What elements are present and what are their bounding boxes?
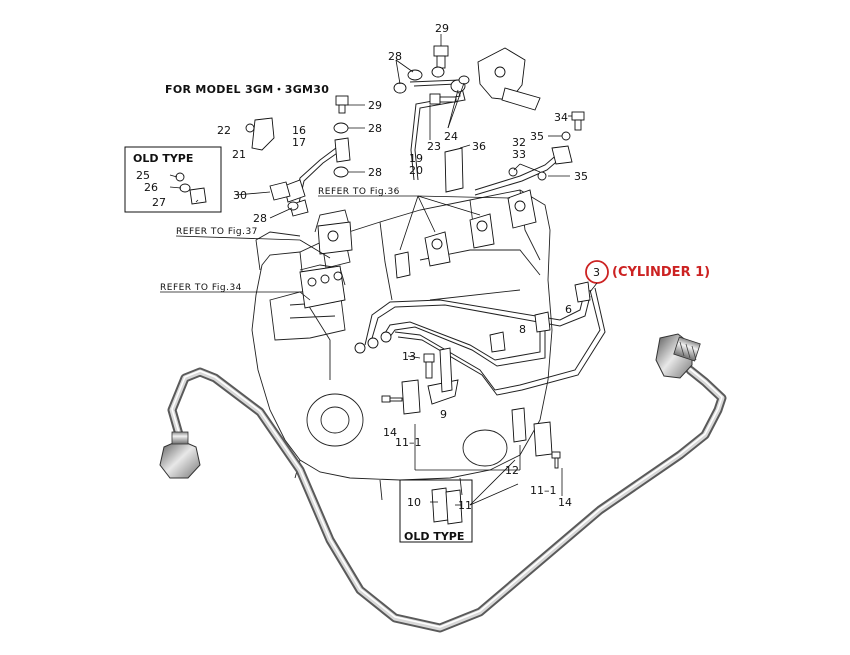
- engine-block: [251, 189, 553, 501]
- injection-pipe-photo: [159, 333, 727, 633]
- part-24: 24: [444, 130, 458, 143]
- part-28-top: 28: [388, 50, 402, 63]
- part-29-top: 29: [435, 22, 449, 35]
- part-33: 33: [512, 148, 526, 161]
- part-13: 13: [402, 350, 416, 363]
- part-10: 10: [407, 496, 421, 509]
- old-type-label-upper: OLD TYPE: [133, 152, 193, 165]
- part-19: 19: [409, 152, 423, 165]
- part-14-left: 14: [383, 426, 397, 439]
- part-6: 6: [565, 303, 572, 316]
- part-17: 17: [292, 136, 306, 149]
- return-line: [409, 79, 563, 196]
- part-35-upper: 35: [530, 130, 544, 143]
- part-30: 30: [233, 189, 247, 202]
- reference-leaders: [160, 195, 511, 301]
- part-leaders: [169, 34, 572, 506]
- cylinder-1-label: (CYLINDER 1): [612, 265, 710, 280]
- part-26: 26: [144, 181, 158, 194]
- fuel-pump: [299, 221, 353, 309]
- part-28-mid: 28: [368, 122, 382, 135]
- part-21: 21: [232, 148, 246, 161]
- part-16: 16: [292, 124, 306, 137]
- part-23: 23: [427, 140, 441, 153]
- old-type-box-upper: OLD TYPE: [124, 146, 222, 213]
- diagram-title: FOR MODEL 3GM・3GM30: [165, 83, 329, 96]
- part-32: 32: [512, 136, 526, 149]
- ref-fig-36: REFER TO Fig.36: [318, 187, 400, 197]
- part-34: 34: [554, 111, 568, 124]
- injectors: [394, 189, 537, 279]
- part-28-low: 28: [368, 166, 382, 179]
- part-14-right: 14: [558, 496, 572, 509]
- part-36: 36: [472, 140, 486, 153]
- part-27: 27: [152, 196, 166, 209]
- part-29-mid: 29: [368, 99, 382, 112]
- part-22: 22: [217, 124, 231, 137]
- part-35-lower: 35: [574, 170, 588, 183]
- injection-pipes: [354, 281, 606, 396]
- old-type-box-lower: OLD TYPE: [399, 479, 473, 543]
- part-11-1-left: 11–1: [395, 436, 422, 449]
- pipe-right-nut: [655, 333, 701, 379]
- ref-fig-37: REFER TO Fig.37: [176, 227, 258, 237]
- part-11-old: 11: [458, 499, 472, 512]
- old-type-label-lower: OLD TYPE: [404, 530, 464, 543]
- part-11-1-right: 11–1: [530, 484, 557, 497]
- part-number-labels: 29 28 24 29 28 16 17 22 21 23 19 20 36 3…: [136, 22, 588, 512]
- ref-fig-34: REFER TO Fig.34: [160, 283, 242, 293]
- part-28-left: 28: [253, 212, 267, 225]
- part-3: 3: [593, 266, 600, 279]
- cylinder-1-callout: 3 (CYLINDER 1): [585, 260, 710, 293]
- part-25: 25: [136, 169, 150, 182]
- part-9: 9: [440, 408, 447, 421]
- pipe-left-nut: [159, 431, 201, 479]
- part-12: 12: [505, 464, 519, 477]
- part-20: 20: [409, 164, 423, 177]
- part-8: 8: [519, 323, 526, 336]
